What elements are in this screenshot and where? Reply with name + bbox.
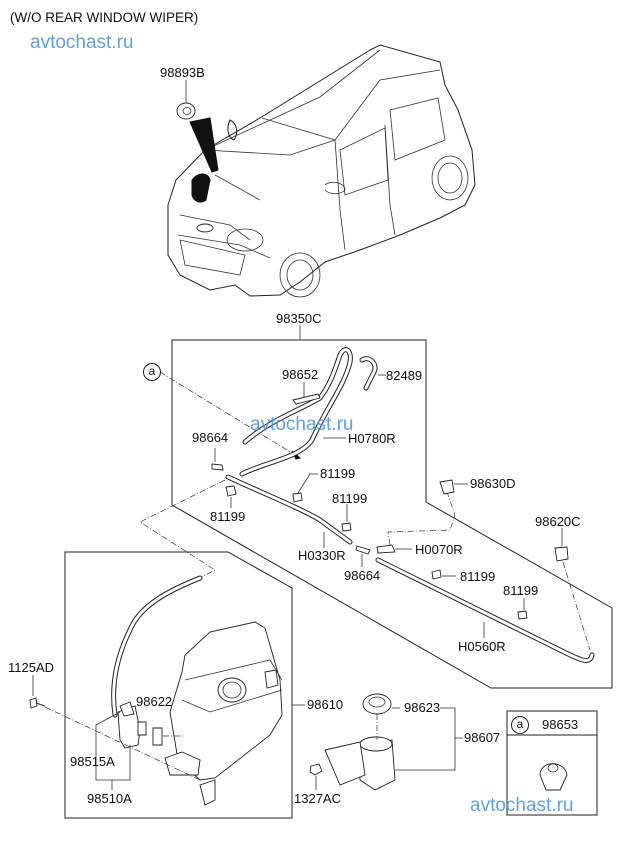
callout-H0560R[interactable]: H0560R — [458, 639, 506, 654]
callout-98653[interactable]: 98653 — [542, 717, 579, 732]
callout-98630D[interactable]: 98630D — [470, 476, 516, 491]
clip-98653 — [539, 763, 568, 791]
callout-81199[interactable]: 81199 — [460, 569, 496, 584]
callout-1327AC[interactable]: 1327AC — [294, 791, 341, 806]
callout-98350C[interactable]: 98350C — [276, 311, 322, 326]
callout-98652[interactable]: 98652 — [282, 367, 319, 382]
callout-98610[interactable]: 98610 — [307, 697, 344, 712]
reference-marker-a: a — [143, 363, 161, 381]
callout-H0780R[interactable]: H0780R — [348, 431, 396, 446]
grommet-98893B — [176, 102, 196, 120]
callout-98607[interactable]: 98607 — [464, 730, 501, 745]
reservoir-kit-outline — [64, 551, 293, 819]
callout-81199[interactable]: 81199 — [332, 491, 368, 506]
callout-98623[interactable]: 98623 — [404, 700, 441, 715]
callout-98620C[interactable]: 98620C — [535, 514, 581, 529]
clip-81199 — [225, 485, 237, 497]
callout-98510A[interactable]: 98510A — [87, 791, 132, 806]
callout-1125AD[interactable]: 1125AD — [8, 660, 55, 675]
watermark: avtochast.ru — [470, 795, 574, 816]
callout-81199[interactable]: 81199 — [503, 583, 539, 598]
filler-neck — [324, 693, 396, 791]
callout-H0070R[interactable]: H0070R — [415, 542, 463, 557]
detail-marker-a: a — [511, 716, 529, 734]
watermark: avtochast.ru — [250, 414, 354, 435]
car-illustration — [167, 44, 476, 298]
callout-98515A[interactable]: 98515A — [70, 754, 115, 769]
hose-kit-outline — [171, 339, 613, 689]
callout-98664[interactable]: 98664 — [192, 430, 229, 445]
callout-H0330R[interactable]: H0330R — [298, 548, 346, 563]
callout-82489[interactable]: 82489 — [386, 368, 423, 383]
callout-98893B[interactable]: 98893B — [160, 65, 205, 80]
watermark: avtochast.ru — [30, 32, 134, 53]
callout-81199[interactable]: 81199 — [320, 466, 356, 481]
callout-98622[interactable]: 98622 — [136, 694, 173, 709]
nozzle-98620C — [554, 546, 569, 562]
diagram-title: (W/O REAR WINDOW WIPER) — [10, 10, 199, 25]
washer-reservoir — [164, 621, 283, 806]
washer-pump — [117, 701, 147, 749]
detail-box — [506, 710, 598, 816]
nozzle-98630D — [439, 479, 455, 495]
callout-81199[interactable]: 81199 — [210, 509, 246, 524]
callout-98664[interactable]: 98664 — [344, 568, 381, 583]
